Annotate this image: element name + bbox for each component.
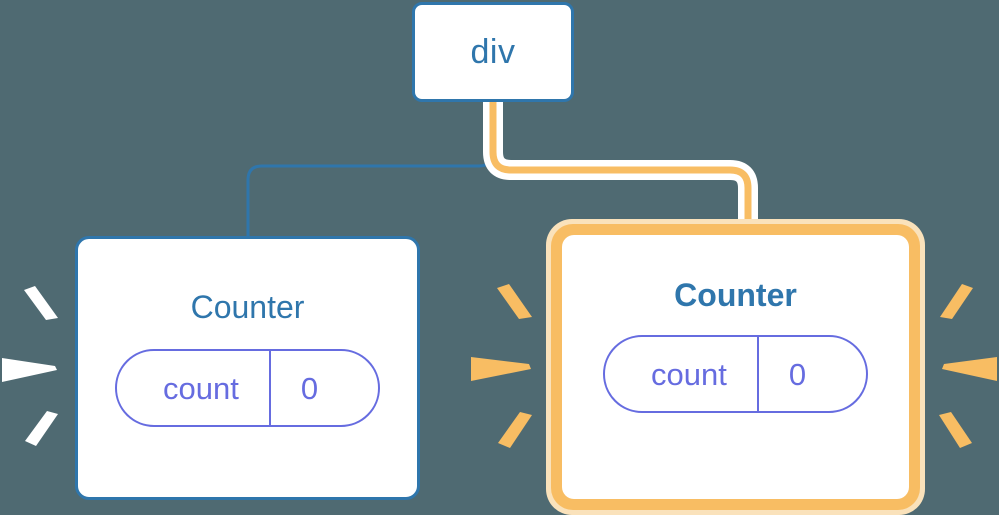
node-counter-right-highlight[interactable]: Counter count 0	[546, 219, 925, 515]
state-value-right: 0	[788, 356, 807, 392]
edge-root-to-counter-right	[489, 98, 752, 236]
node-counter-right-border: Counter count 0	[551, 224, 920, 510]
state-name-left: count	[163, 370, 239, 406]
node-counter-left-label: Counter	[190, 289, 305, 325]
state-name-right: count	[651, 356, 727, 392]
node-counter-right[interactable]: Counter count 0	[562, 235, 909, 499]
state-value-left: 0	[300, 370, 319, 406]
node-counter-left[interactable]: Counter count 0	[75, 236, 420, 500]
state-pill-left[interactable]: count 0	[115, 349, 380, 427]
edge-root-to-counter-left	[246, 100, 495, 238]
state-pill-right[interactable]: count 0	[603, 335, 868, 413]
state-pill-divider	[756, 337, 759, 411]
node-div[interactable]: div	[412, 2, 574, 102]
node-counter-right-label: Counter	[674, 277, 797, 313]
node-div-label: div	[470, 33, 516, 71]
state-pill-divider	[268, 351, 271, 425]
